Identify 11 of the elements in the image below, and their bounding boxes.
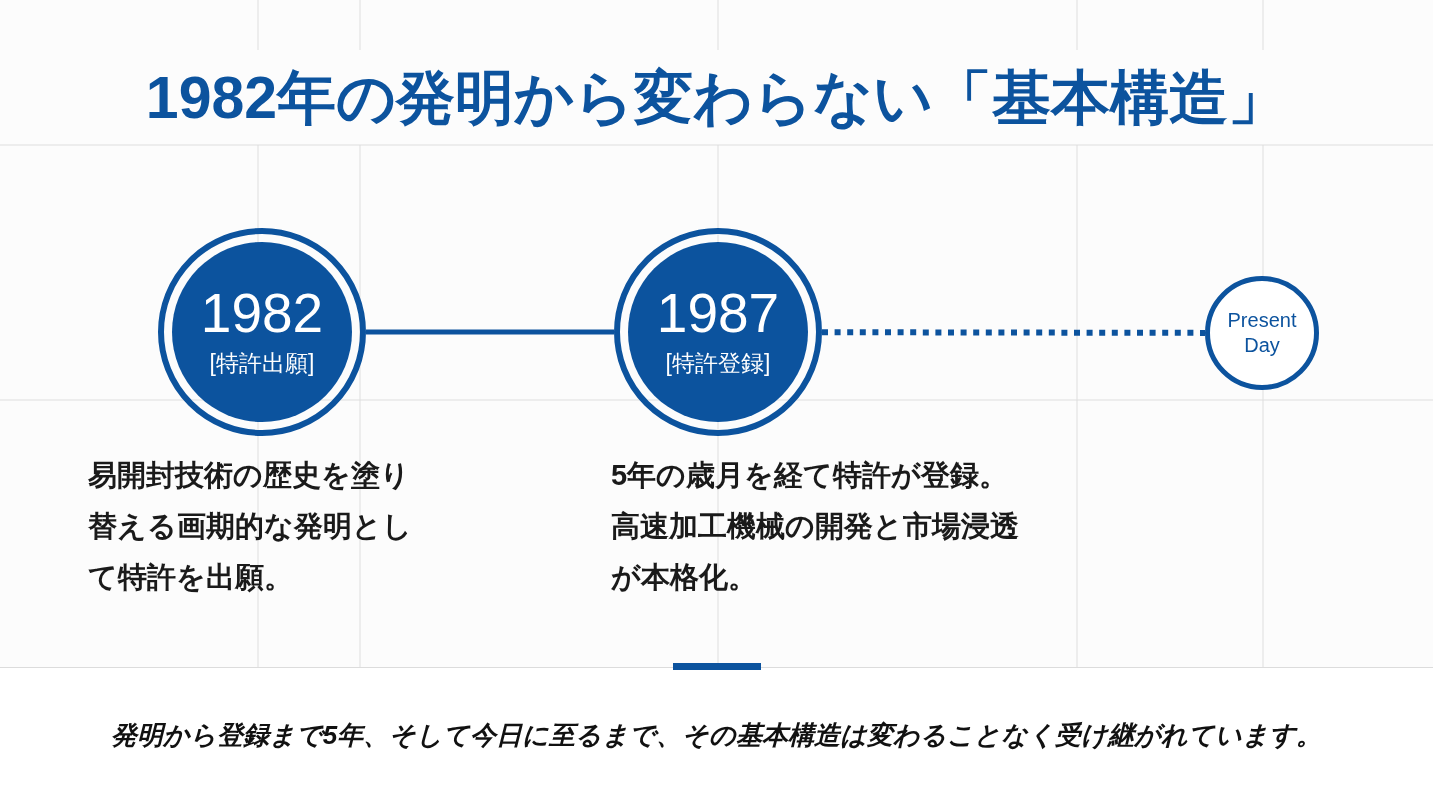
description-text: 易開封技術の歴史を塗り替える画期的な発明として特許を出願。 [88, 458, 413, 595]
year-label: 1982 [200, 286, 324, 342]
year-label: 1987 [656, 286, 780, 342]
connector-line [366, 329, 614, 335]
description-text: 5年の歳月を経て特許が登録。高速加工機械の開発と市場浸透が本格化。 [611, 458, 1020, 595]
caption: 発明から登録まで5年、そして今日に至るまで、その基本構造は変わることなく受け継がれています。 [110, 719, 1323, 751]
title: 1982年の発明から変わらない「基本構造」 [145, 64, 1288, 133]
connector-line [822, 329, 1205, 336]
node-label: [特許登録] [665, 350, 771, 378]
node-label: [特許出願] [209, 350, 315, 378]
node-label: Present Day [1226, 308, 1298, 358]
